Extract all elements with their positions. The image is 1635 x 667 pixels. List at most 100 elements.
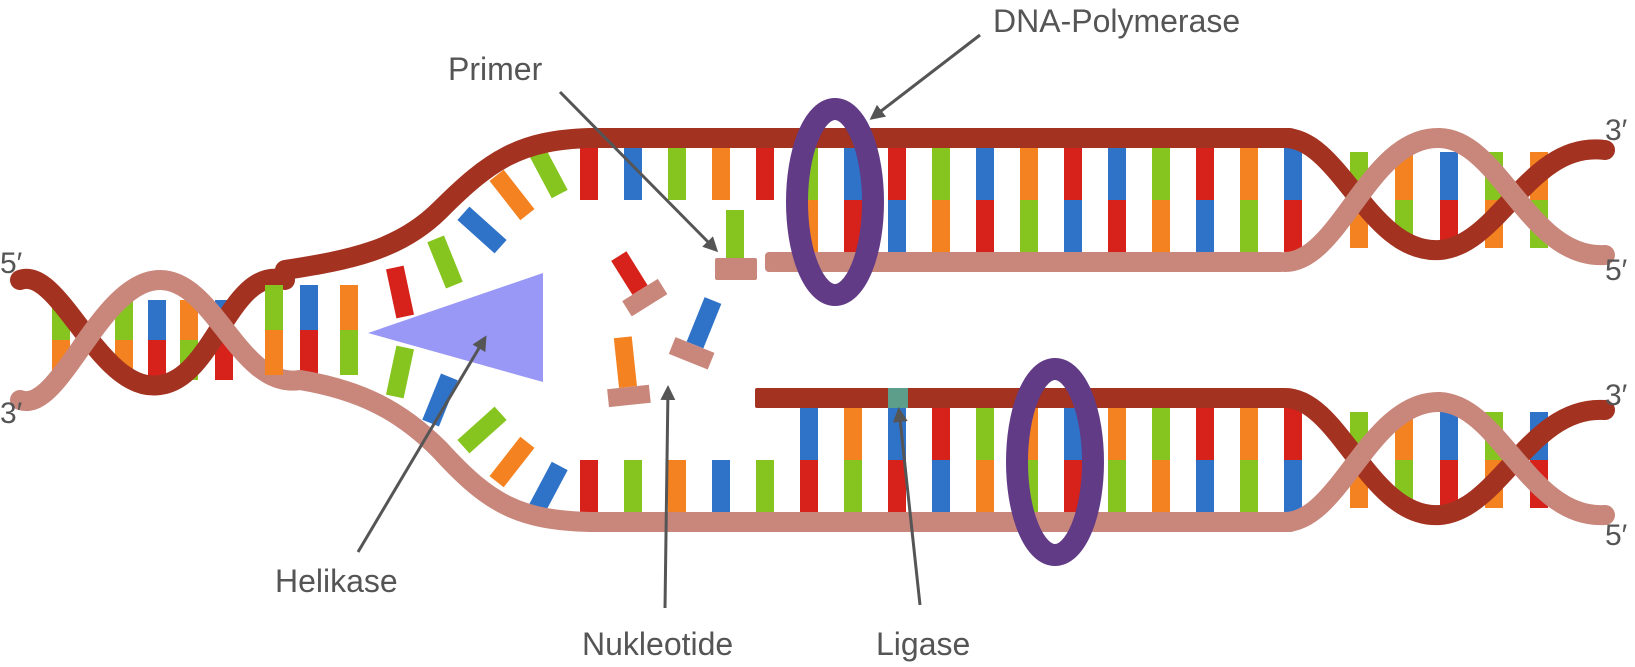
lower-base-bottom [712, 460, 730, 512]
upper-base-top [1284, 148, 1302, 200]
upper-base-bottom [1064, 200, 1082, 252]
upper-base-top [756, 148, 774, 200]
fork-lower-base-bar [385, 345, 415, 399]
lower-base-bottom [1284, 460, 1302, 512]
right-upper-template [1275, 128, 1615, 261]
end-right-lower-top: 3′ [1605, 379, 1628, 412]
fork-upper-base [528, 145, 568, 199]
nucleotide-2 [668, 297, 722, 370]
upper-base-bottom [888, 200, 906, 252]
arrow-nukleotide [660, 385, 676, 609]
arrow-helikase [356, 335, 487, 553]
lower-arm [290, 370, 1302, 532]
primer-segment [715, 258, 757, 280]
label-dna-polymerase: DNA-Polymerase [993, 3, 1240, 39]
upper-base-bottom [1196, 200, 1214, 252]
right-helix-base-top [1440, 412, 1458, 460]
lower-base-top [1240, 408, 1258, 460]
label-helikase: Helikase [275, 563, 398, 599]
primer-base [726, 210, 744, 258]
upper-base-top [1020, 148, 1038, 200]
lower-base-top [976, 408, 994, 460]
fork-lower-base-bar [528, 461, 568, 515]
lower-base-bottom [1152, 460, 1170, 512]
lower-base-bottom [580, 460, 598, 512]
lower-base-bottom [1108, 460, 1126, 512]
left-helix-new-strand [10, 269, 310, 412]
lower-base-top [800, 408, 818, 460]
upper-base-top [668, 148, 686, 200]
upper-base-top [580, 148, 598, 200]
lower-base-top [1064, 408, 1082, 460]
right-lower-template [1275, 388, 1615, 526]
lower-template-strand [290, 370, 1300, 532]
left-double-helix [10, 268, 310, 412]
fork-upper-base-bar [385, 265, 415, 319]
lower-base-bottom [668, 460, 686, 512]
upper-base-bottom [932, 200, 950, 252]
fork-upper-base [489, 169, 535, 221]
upper-base-top [1240, 148, 1258, 200]
right-upper-new [1275, 127, 1615, 272]
arrow-ligase [892, 407, 922, 606]
upper-base-bottom [1020, 200, 1038, 252]
arrow-primer [558, 90, 719, 253]
upper-base-bottom [1108, 200, 1126, 252]
lower-base-top [932, 408, 950, 460]
right-lower-new [1275, 391, 1615, 532]
fork-lower-base [385, 345, 415, 399]
lower-base-bottom [756, 460, 774, 512]
lower-base-top [1284, 408, 1302, 460]
right-helix-base-bottom [1440, 460, 1458, 508]
fork-upper-base [457, 206, 507, 254]
upper-new-strand [765, 252, 1285, 272]
fork-lower-base [528, 461, 568, 515]
lower-base-bottom [1064, 460, 1082, 512]
end-right-upper-top: 3′ [1605, 114, 1628, 147]
label-nukleotide: Nukleotide [582, 626, 733, 662]
polymerase-lower [1006, 358, 1104, 566]
lower-base-bottom [888, 460, 906, 512]
polymerase-upper [786, 98, 884, 306]
fork-upper-base-bar [457, 206, 507, 254]
upper-base-top [1064, 148, 1082, 200]
lower-base-top [844, 408, 862, 460]
free-nucleotides [607, 251, 722, 408]
fork-lower-base [457, 406, 507, 454]
lower-base-bottom [624, 460, 642, 512]
right-helix-base-top [1440, 152, 1458, 200]
lower-base-bottom [844, 460, 862, 512]
fork-upper-base-bar [528, 145, 568, 199]
fork-base-pairs [265, 145, 568, 515]
fork-base-top [265, 285, 283, 330]
label-ligase: Ligase [876, 626, 970, 662]
fork-upper-base-bar [427, 235, 463, 289]
upper-base-top [712, 148, 730, 200]
fork-lower-base-bar [422, 373, 458, 427]
lower-base-top [1196, 408, 1214, 460]
arrow-dna-polymerase [869, 33, 981, 120]
lower-base-bottom [1196, 460, 1214, 512]
upper-base-bottom [976, 200, 994, 252]
lower-base-top [1108, 408, 1126, 460]
end-right-lower-bottom: 5′ [1605, 519, 1628, 552]
left-helix-base-bottom [148, 340, 166, 380]
lower-base-bottom [976, 460, 994, 512]
end-left-top: 5′ [0, 247, 23, 280]
fork-upper-base [385, 265, 415, 319]
fork-base-top [340, 285, 358, 330]
left-helix-base-top [148, 300, 166, 340]
upper-base-top [888, 148, 906, 200]
upper-base-top [1108, 148, 1126, 200]
fork-upper-base [427, 235, 463, 289]
fork-base-bottom [265, 330, 283, 375]
upper-base-top [844, 148, 862, 200]
ligase-patch [888, 388, 908, 408]
fork-upper-base-bar [489, 169, 535, 221]
end-right-upper-bottom: 5′ [1605, 254, 1628, 287]
upper-base-top [976, 148, 994, 200]
left-helix-base-top [180, 300, 198, 340]
nucleotide-1 [611, 251, 668, 317]
right-lower-helix [1275, 388, 1615, 532]
